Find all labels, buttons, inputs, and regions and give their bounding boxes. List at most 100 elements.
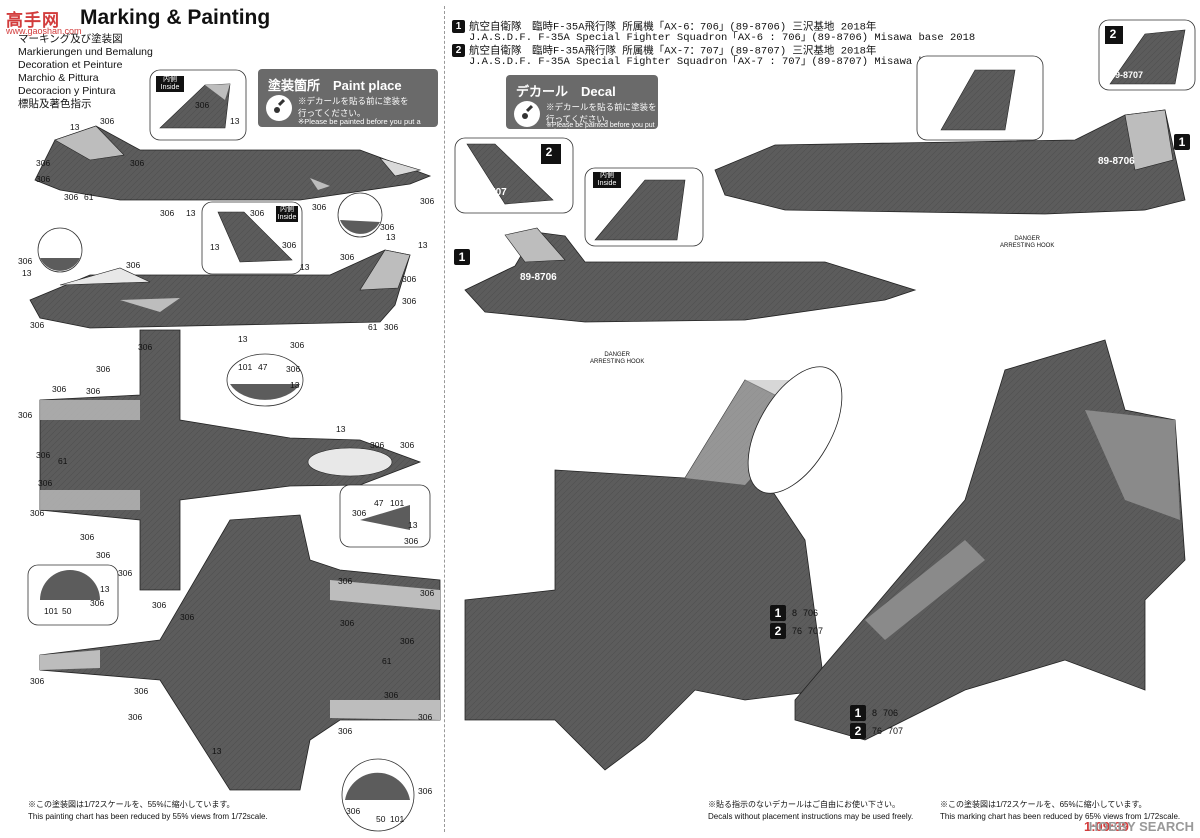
callout-306: 306 <box>38 478 53 488</box>
callout-306: 306 <box>36 174 51 184</box>
callout-13: 13 <box>210 242 220 252</box>
callout-306: 306 <box>96 364 111 374</box>
callout-306: 306 <box>64 192 79 202</box>
callout-306: 306 <box>134 686 149 696</box>
callout-101: 101 <box>238 362 253 372</box>
decal-icon <box>514 101 540 127</box>
callout-306: 306 <box>90 598 105 608</box>
paint-brush-icon <box>266 95 292 121</box>
callout-306: 306 <box>152 600 167 610</box>
callout-101: 101 <box>390 498 405 508</box>
lang-cn: 標貼及著色指示 <box>18 98 92 110</box>
squadron-2-en: J.A.S.D.F. F-35A Special Fighter Squadro… <box>469 56 976 68</box>
tail-serial-b-box: 89-8707 <box>1110 70 1144 80</box>
marker-2-badge: 2 <box>452 44 465 57</box>
callout-306: 306 <box>18 410 33 420</box>
lang-it: Marchio & Pittura <box>18 72 99 84</box>
version-2-badge-upper: 2 <box>1105 26 1121 42</box>
callout-13: 13 <box>230 116 240 126</box>
top-view <box>39 329 422 591</box>
brand-hobby-logo: 1:09:39 <box>1084 819 1129 834</box>
callout-13: 13 <box>22 268 32 278</box>
callout-306: 306 <box>400 636 415 646</box>
version-1-badge-side: 1 <box>454 249 470 265</box>
callout-306: 306 <box>30 508 45 518</box>
lang-jp: マーキング及び塗装図 <box>18 33 123 45</box>
callout-306: 306 <box>286 364 301 374</box>
marker-1-badge: 1 <box>452 20 465 33</box>
callout-50: 50 <box>62 606 72 616</box>
callout-306: 306 <box>52 384 67 394</box>
decal-note-en: ※Please be painted before you put a deca… <box>546 122 655 136</box>
callout-13: 13 <box>70 122 80 132</box>
lang-fr: Decoration et Peinture <box>18 59 123 71</box>
callout-61: 61 <box>368 322 378 332</box>
callout-306: 306 <box>36 158 51 168</box>
callout-306: 306 <box>340 252 355 262</box>
callout-306: 306 <box>418 786 433 796</box>
callout-306: 306 <box>384 690 399 700</box>
callout-306: 306 <box>370 440 385 450</box>
callout-306: 306 <box>420 588 435 598</box>
decal-note-jp2: 行ってください。 <box>546 114 614 124</box>
squadron-1: 1 航空自衛隊 臨時F-35A飛行隊 所属機「AX-6：706」(89-8706)… <box>452 20 876 34</box>
callout-101: 101 <box>390 814 405 824</box>
footer-right-en1: Decals without placement instructions ma… <box>708 812 914 821</box>
callout-306: 306 <box>126 260 141 270</box>
footer-note-jp: ※この塗装図は1/72スケールを、55%に縮小しています。 <box>28 800 235 809</box>
watermark-url: www.gaoshan.com <box>6 26 82 36</box>
callout-306: 306 <box>160 208 175 218</box>
callout-306: 306 <box>404 536 419 546</box>
callout-306: 306 <box>30 320 45 330</box>
callout-306: 306 <box>402 274 417 284</box>
squadron-2: 2 航空自衛隊 臨時F-35A飛行隊 所属機「AX-7：707」(89-8707)… <box>452 44 876 58</box>
callout-306: 306 <box>118 568 133 578</box>
callout-306: 306 <box>250 208 265 218</box>
callout-61: 61 <box>58 456 68 466</box>
brand-search-logo: HOBBY SEARCH <box>1088 819 1194 834</box>
callout-306: 306 <box>312 202 327 212</box>
callout-306: 306 <box>418 712 433 722</box>
decal-diagram-svg <box>454 19 1196 771</box>
callout-101: 101 <box>44 606 59 616</box>
callout-13: 13 <box>336 424 346 434</box>
callout-13: 13 <box>100 584 110 594</box>
callout-306: 306 <box>380 222 395 232</box>
squadron-1-en: J.A.S.D.F. F-35A Special Fighter Squadro… <box>469 32 976 44</box>
callout-13: 13 <box>418 240 428 250</box>
decal-note-jp: ※デカールを貼る前に塗装を <box>546 102 657 112</box>
side-view-right <box>34 125 432 201</box>
callout-306: 306 <box>346 806 361 816</box>
paint-place-legend: 塗装箇所 Paint place ※デカールを貼る前に塗装を 行ってください。 … <box>258 69 438 135</box>
callout-61: 61 <box>382 656 392 666</box>
panel-divider <box>444 6 445 832</box>
callout-306: 306 <box>340 618 355 628</box>
version-1-badge-upper: 1 <box>1174 134 1190 150</box>
callout-306: 306 <box>128 712 143 722</box>
squadron-2-jp: 航空自衛隊 臨時F-35A飛行隊 所属機「AX-7：707」(89-8707) … <box>469 45 877 58</box>
callout-306: 306 <box>400 440 415 450</box>
bottom-view <box>39 514 441 791</box>
paint-place-note-jp: ※デカールを貼る前に塗装を <box>298 96 409 106</box>
callout-306: 306 <box>30 676 45 686</box>
lang-es: Decoracion y Pintura <box>18 85 116 97</box>
callout-306: 306 <box>80 532 95 542</box>
callout-306: 306 <box>138 342 153 352</box>
callout-306: 306 <box>352 508 367 518</box>
tail-serial-a-side: 89-8706 <box>520 272 557 283</box>
tail-serial-a-upper: 89-8706 <box>1098 156 1135 167</box>
callout-306: 306 <box>338 576 353 586</box>
squadron-1-jp: 航空自衛隊 臨時F-35A飛行隊 所属機「AX-6：706」(89-8706) … <box>469 21 877 34</box>
callout-13: 13 <box>290 380 300 390</box>
callout-306: 306 <box>282 240 297 250</box>
tail-inset-1 <box>149 69 247 141</box>
callout-13: 13 <box>212 746 222 756</box>
paint-place-note-en: ※Please be painted before you put a deca… <box>298 117 421 135</box>
callout-13: 13 <box>408 520 418 530</box>
callout-306: 306 <box>96 550 111 560</box>
callout-13: 13 <box>238 334 248 344</box>
callout-306: 306 <box>18 256 33 266</box>
callout-47: 47 <box>258 362 268 372</box>
